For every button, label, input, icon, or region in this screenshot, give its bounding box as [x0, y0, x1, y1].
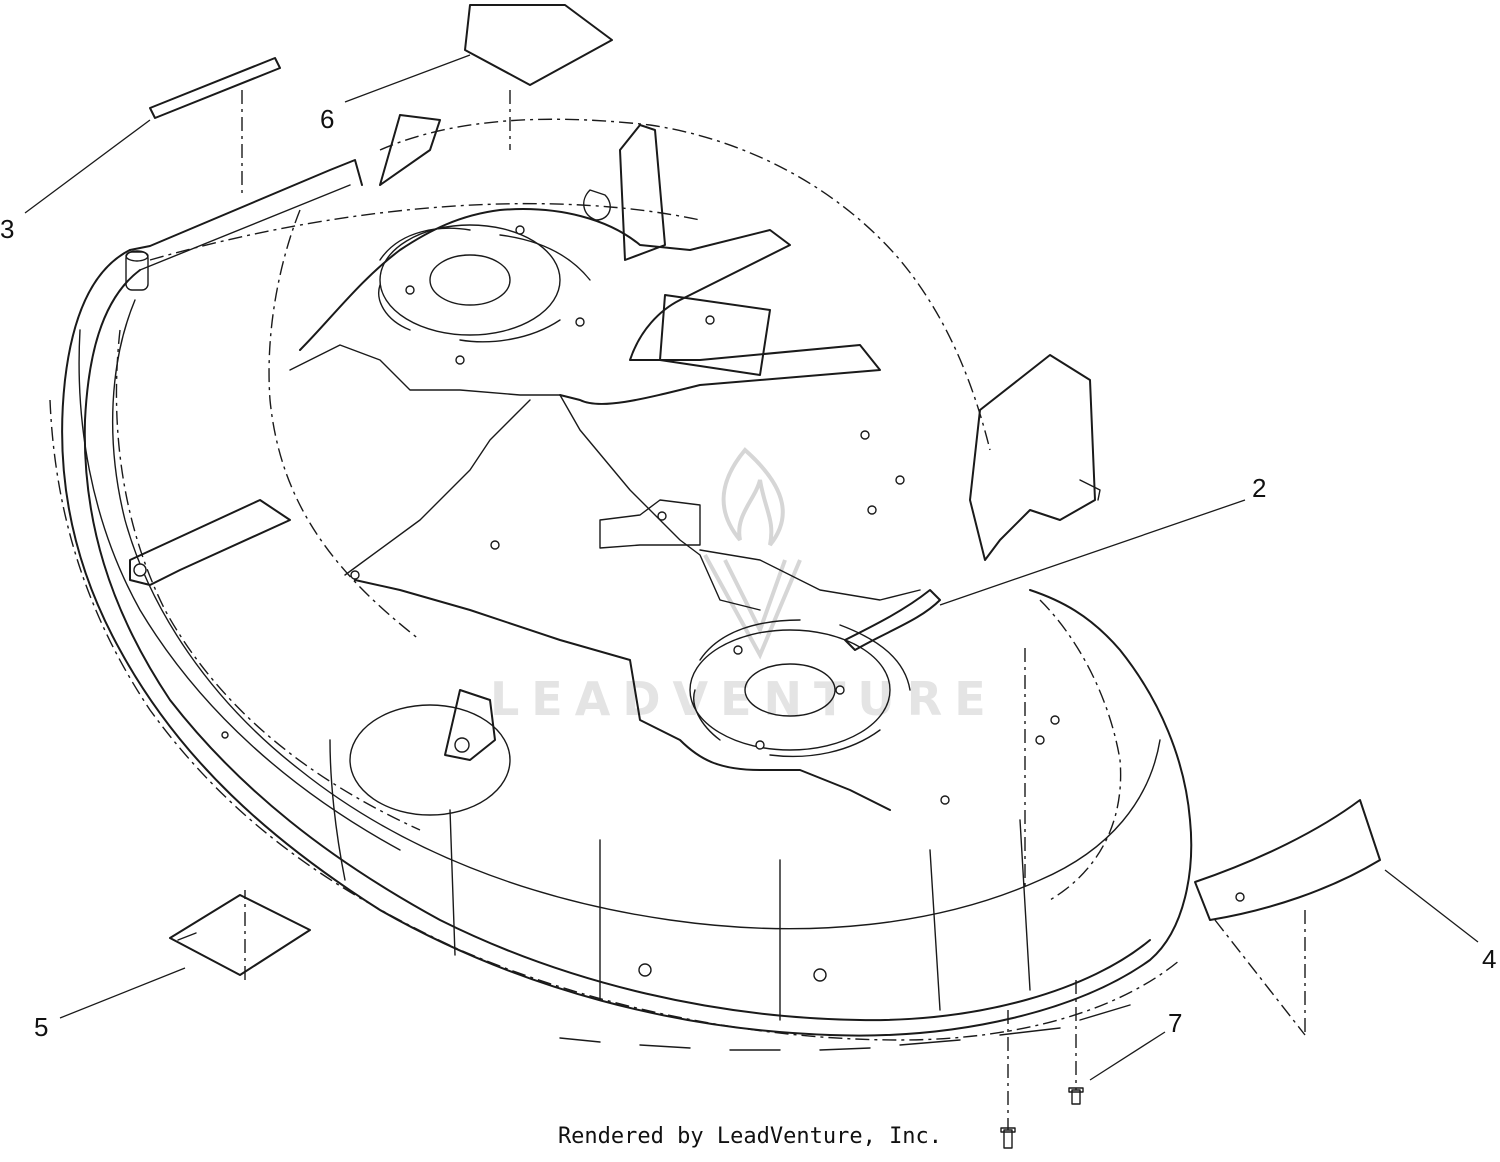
callout-4: 4: [1482, 944, 1496, 974]
decal-part-5: [169, 890, 311, 980]
callout-2: 2: [1252, 473, 1266, 503]
leader-lines: [24, 54, 1479, 1081]
bolt-part-7: [1000, 980, 1084, 1149]
deck-housing: [49, 118, 1193, 1051]
decal-part-3: [149, 57, 281, 195]
watermark-text: LEADVENTURE: [490, 672, 998, 726]
leadventure-watermark: LEADVENTURE: [490, 447, 998, 726]
mounting-holes: [221, 225, 1060, 982]
baffle-part-2: [844, 589, 941, 651]
callout-labels: 6 3 2 4 5 7: [0, 104, 1496, 1042]
decal-part-6: [464, 4, 613, 150]
callout-7: 7: [1168, 1008, 1182, 1038]
spindle-plate: [129, 114, 1101, 816]
callout-5: 5: [34, 1012, 48, 1042]
callout-6: 6: [320, 104, 334, 134]
rendered-by-credit: Rendered by LeadVenture, Inc.: [557, 1124, 943, 1149]
callout-3: 3: [0, 214, 14, 244]
baffle-part-4: [1024, 648, 1381, 1036]
